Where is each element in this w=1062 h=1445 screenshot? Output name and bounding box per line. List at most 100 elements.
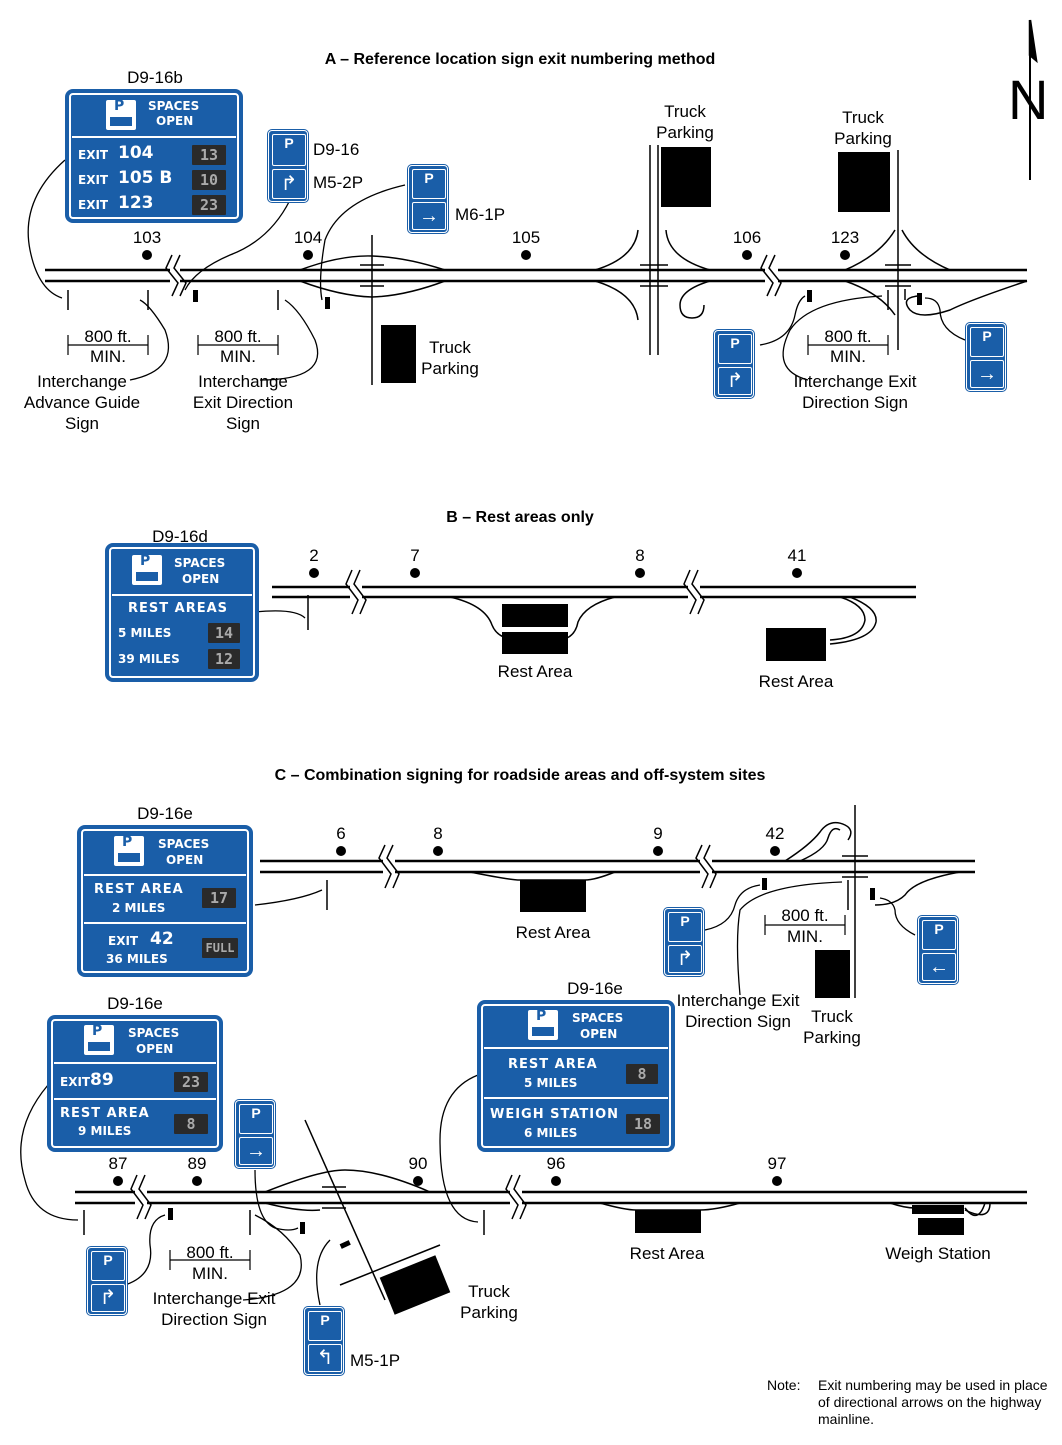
arrow-up-right-icon: ↱ [718, 367, 752, 395]
label-exit-direction: Interchange Exit Direction Sign [676, 991, 800, 1031]
section-b-title: B – Rest areas only [446, 509, 594, 526]
sign-code-d916b: D9-16b [127, 68, 183, 87]
sign-d916e-3: P SPACES OPEN REST AREA 5 MILES 8 WEIGH … [478, 1001, 674, 1151]
note-label: Note: [767, 1377, 801, 1393]
section-a-title: A – Reference location sign exit numberi… [324, 51, 716, 68]
milepost-label: 106 [732, 228, 762, 247]
milepost-dot [142, 250, 152, 260]
distance-label: 800 ft. [84, 327, 132, 346]
min-label: MIN. [90, 347, 126, 366]
distance-label: 800 ft. [186, 1243, 234, 1262]
section-c-title: C – Combination signing for roadside are… [274, 767, 766, 784]
code-m51p: M5-1P [350, 1351, 401, 1370]
led-count: 23 [174, 1072, 208, 1092]
min-label: MIN. [830, 347, 866, 366]
sign-code-d916e: D9-16e [107, 994, 163, 1013]
label-advance-guide: Interchange Advance Guide Sign [23, 372, 141, 433]
milepost-dot [113, 1176, 123, 1186]
note-text: Exit numbering may be used in place of d… [818, 1377, 1048, 1427]
milepost-dot [410, 568, 420, 578]
code-m52p: M5-2P [313, 173, 364, 192]
milepost-dot [309, 568, 319, 578]
led-count: 17 [202, 888, 236, 908]
sign-parking-right: P → [966, 323, 1006, 391]
milepost-label: 123 [830, 228, 860, 247]
led-count: 13 [192, 145, 226, 165]
led-count: 23 [192, 195, 226, 215]
milepost-dot [413, 1176, 423, 1186]
open-label: OPEN [156, 114, 194, 128]
truck-parking-label: Truck Parking [460, 1282, 518, 1322]
sign-parking-exit: P ↱ [714, 330, 754, 398]
milepost-label: 105 [511, 228, 541, 247]
rest-area-label: Rest Area [629, 1244, 705, 1263]
sign-code-d916e: D9-16e [567, 979, 623, 998]
rest-area-label: Rest Area [497, 662, 573, 681]
milepost-dot [192, 1176, 202, 1186]
milepost-dot [772, 1176, 782, 1186]
weigh-station-label: Weigh Station [885, 1244, 991, 1263]
code-d916: D9-16 [313, 140, 360, 159]
milepost-dot [433, 846, 443, 856]
sign-m61p: P → [408, 165, 448, 233]
led-count: 12 [208, 649, 240, 669]
arrow-left-icon: ← [922, 953, 956, 981]
arrow-right-icon: → [239, 1137, 273, 1165]
parking-truck-icon: P [114, 834, 144, 866]
min-label: MIN. [787, 927, 823, 946]
arrow-up-right-icon: ↱ [91, 1284, 125, 1312]
distance-label: 800 ft. [214, 327, 262, 346]
sign-d916b: P SPACES OPEN EXIT 104 13 EXIT 105 B 10 … [66, 90, 242, 222]
led-count: 8 [174, 1114, 208, 1134]
parking-truck-icon: P [132, 553, 162, 585]
north-label: N [1008, 68, 1049, 131]
parking-truck-icon: P [84, 1023, 114, 1055]
milepost-dot [653, 846, 663, 856]
truck-parking-label: Truck Parking [421, 338, 479, 378]
min-label: MIN. [220, 347, 256, 366]
milepost-dot [840, 250, 850, 260]
milepost-dot [770, 846, 780, 856]
rest-area-label: Rest Area [515, 923, 591, 942]
label-exit-direction: Interchange Exit Direction Sign [793, 372, 917, 412]
sign-parking-exit: P ↱ [87, 1247, 127, 1315]
led-count: 14 [208, 623, 240, 643]
milepost-dot [742, 250, 752, 260]
arrow-right-icon: → [412, 202, 446, 230]
sign-d916e-2: P SPACES OPEN EXIT 89 23 REST AREA 9 MIL… [48, 1016, 222, 1151]
sign-d916d: P SPACES OPEN REST AREAS 5 MILES 14 39 M… [106, 544, 258, 681]
parking-truck-icon: P [106, 98, 136, 130]
truck-parking-label: Truck Parking [656, 102, 714, 142]
milepost-dot [551, 1176, 561, 1186]
min-label: MIN. [192, 1264, 228, 1283]
sign-code-d916d: D9-16d [152, 527, 208, 546]
sign-parking-exit: P ↱ [664, 908, 704, 976]
truck-parking-label: Truck Parking [834, 108, 892, 148]
arrow-up-right-icon: ↱ [272, 169, 306, 199]
rest-area-label: Rest Area [758, 672, 834, 691]
led-count: 8 [626, 1064, 658, 1084]
led-count: 10 [192, 170, 226, 190]
arrow-turn-left-icon: ↰ [308, 1344, 342, 1372]
milepost-dot [336, 846, 346, 856]
milepost-dot [792, 568, 802, 578]
led-count: 18 [626, 1114, 660, 1134]
distance-label: 800 ft. [824, 327, 872, 346]
distance-label: 800 ft. [781, 906, 829, 925]
milepost-dot [521, 250, 531, 260]
led-count: FULL [202, 938, 238, 958]
arrow-up-right-icon: ↱ [668, 945, 702, 973]
sign-d916-m52p: P ↱ [268, 130, 308, 202]
milepost-dot [635, 568, 645, 578]
parking-truck-icon: P [528, 1008, 558, 1040]
code-m61p: M6-1P [455, 205, 506, 224]
sign-code-d916e: D9-16e [137, 804, 193, 823]
sign-parking-right: P → [235, 1100, 275, 1168]
label-exit-direction: Interchange Exit Direction Sign [192, 372, 294, 433]
label-exit-direction: Interchange Exit Direction Sign [152, 1289, 276, 1329]
sign-parking-left: P ← [918, 916, 958, 984]
truck-parking-label: Truck Parking [803, 1007, 861, 1047]
sign-m51p: P ↰ [304, 1307, 344, 1375]
arrow-right-icon: → [970, 360, 1004, 388]
